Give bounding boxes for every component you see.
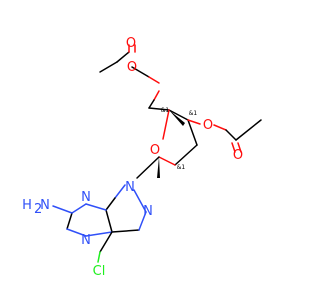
bond <box>85 203 107 211</box>
sugar-ring <box>148 107 198 166</box>
bond <box>71 203 87 214</box>
bond <box>225 129 237 141</box>
bond <box>148 76 160 84</box>
bond <box>99 61 118 73</box>
stereo-mark: &1 <box>189 110 198 117</box>
bond <box>136 156 160 179</box>
bond <box>158 156 176 166</box>
bond <box>97 251 101 263</box>
bond <box>99 231 113 253</box>
atom-n-1: N <box>81 233 91 248</box>
wedge-bond <box>169 110 185 126</box>
bond <box>148 99 155 109</box>
bond <box>148 107 170 111</box>
atom-o-ester-right: O <box>203 118 213 133</box>
bond <box>187 119 198 146</box>
purine-ring <box>52 184 147 263</box>
stereo-mark: &1 <box>177 164 186 171</box>
bond <box>237 142 242 153</box>
bond <box>138 211 147 231</box>
bond <box>66 212 73 230</box>
bond <box>131 66 150 78</box>
bond <box>174 144 198 166</box>
atom-h2-subscript: 2 <box>34 202 42 217</box>
wedge-bond <box>157 157 160 178</box>
atom-n-9: N <box>125 180 135 195</box>
atom-cl: Cl <box>93 264 106 279</box>
atom-o-carbonyl-right: O <box>233 148 243 163</box>
bond <box>187 119 201 125</box>
bond <box>85 231 113 237</box>
bond <box>231 142 236 153</box>
atom-o-ester-top: O <box>127 60 137 75</box>
acetate-right <box>187 119 262 153</box>
stereo-marks: &1 &1 &1 <box>161 107 198 171</box>
atom-n-7: N <box>143 204 153 219</box>
atom-o-ring: O <box>150 143 160 158</box>
bond <box>235 119 262 141</box>
bond <box>66 228 87 237</box>
bond <box>105 197 116 211</box>
bond <box>105 209 113 233</box>
atom-n-amine: N <box>40 198 50 213</box>
bond <box>52 205 73 214</box>
bond <box>162 109 170 140</box>
atom-h-amine: H <box>22 198 32 213</box>
atom-o-carbonyl-top: O <box>126 36 136 51</box>
bond <box>111 229 140 233</box>
atom-n-3: N <box>81 190 91 205</box>
bond <box>168 109 189 121</box>
bond <box>213 124 227 131</box>
bond <box>153 90 160 101</box>
stereo-mark: &1 <box>161 107 170 114</box>
atom-labels: O O O O O N N N N Cl H 2 N <box>22 36 243 279</box>
molecule-structure: O O O O O N N N N Cl H 2 N &1 &1 &1 <box>22 36 262 279</box>
bond <box>116 51 130 63</box>
bond <box>133 189 147 213</box>
acetate-top <box>99 44 160 109</box>
bond <box>114 184 126 199</box>
